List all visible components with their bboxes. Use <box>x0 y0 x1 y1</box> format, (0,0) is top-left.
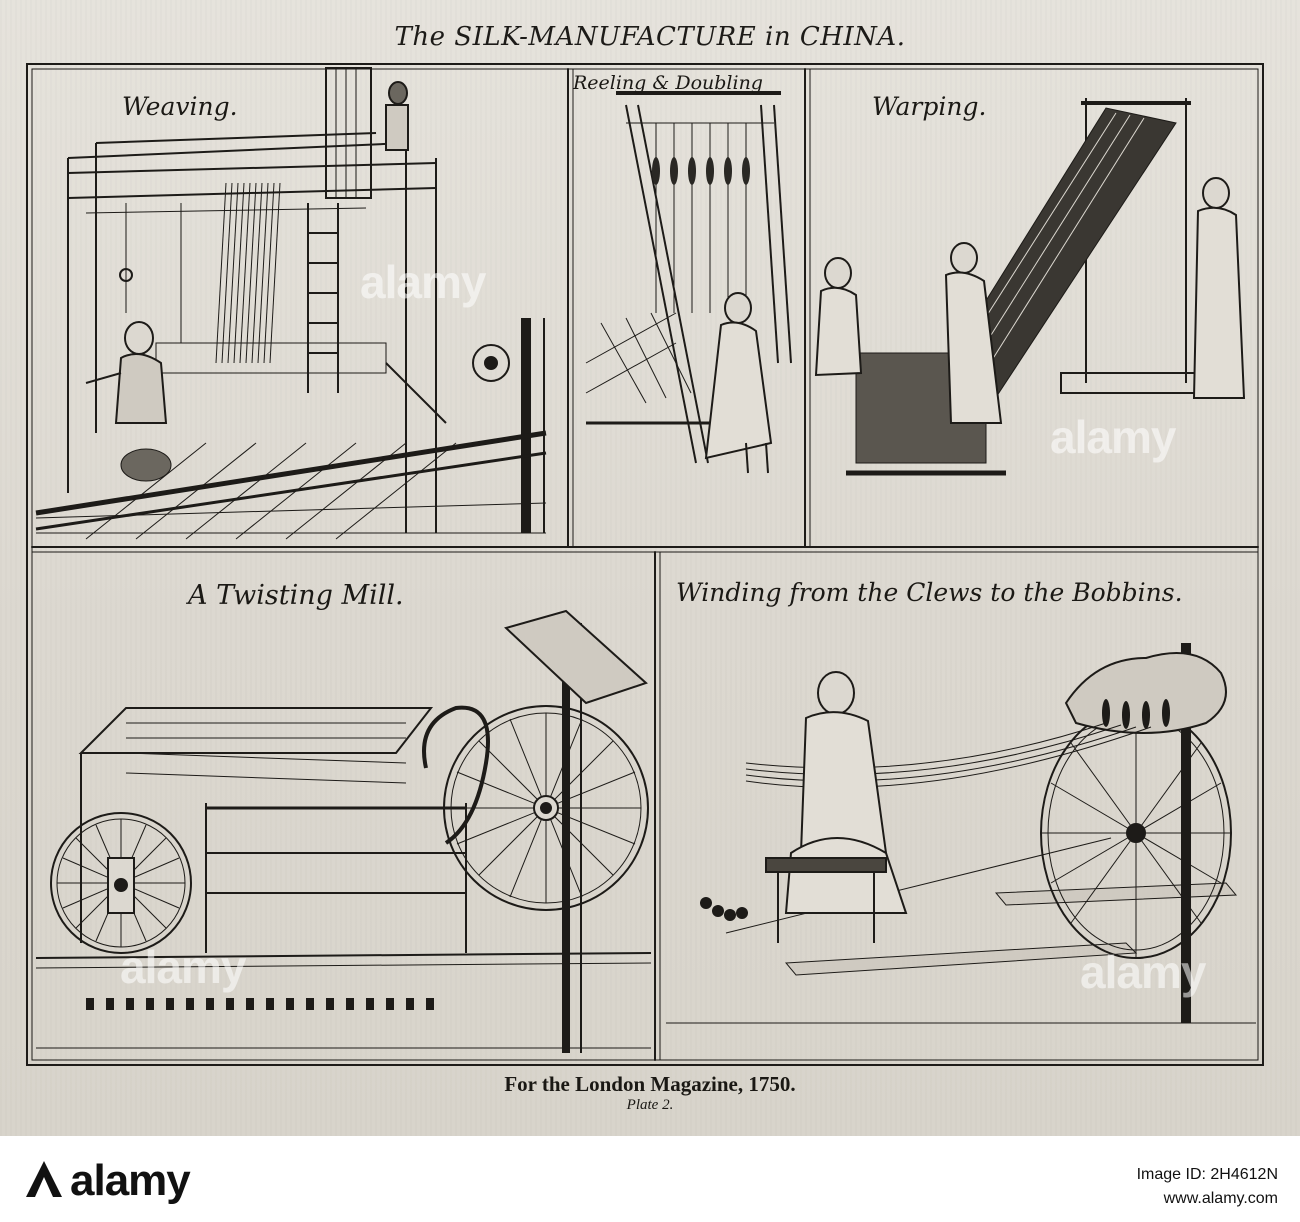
imprint-line: For the London Magazine, 1750. <box>504 1072 796 1096</box>
stock-logo-text: alamy <box>70 1156 191 1205</box>
warping-illustration <box>814 98 1246 476</box>
stock-watermark: alamy <box>1080 946 1206 998</box>
twisting-mill-illustration <box>35 609 652 1053</box>
stock-footer <box>0 1136 1300 1222</box>
caption-winding: Winding from the Clews to the Bobbins. <box>676 578 1183 607</box>
caption-warping: Warping. <box>872 92 987 121</box>
stock-watermark: alamy <box>360 256 486 308</box>
weaving-illustration <box>35 67 547 540</box>
reeling-illustration <box>585 91 792 474</box>
stock-watermark: alamy <box>120 941 246 993</box>
stock-watermark: alamy <box>1050 411 1176 463</box>
caption-reeling: Reeling & Doubling <box>573 72 763 94</box>
image-id: Image ID: 2H4612N <box>1136 1166 1278 1183</box>
plate-title: The SILK-MANUFACTURE in CHINA. <box>394 22 906 52</box>
stock-site[interactable]: www.alamy.com <box>1163 1190 1278 1207</box>
caption-weaving: Weaving. <box>122 92 238 121</box>
stock-logo[interactable]: alamy <box>22 1156 191 1206</box>
caption-twisting: A Twisting Mill. <box>188 580 404 611</box>
plate-frame <box>26 63 1264 1066</box>
alamy-a-icon <box>26 1161 62 1197</box>
winding-illustration <box>666 643 1256 1024</box>
plate-number: Plate 2. <box>626 1097 674 1113</box>
